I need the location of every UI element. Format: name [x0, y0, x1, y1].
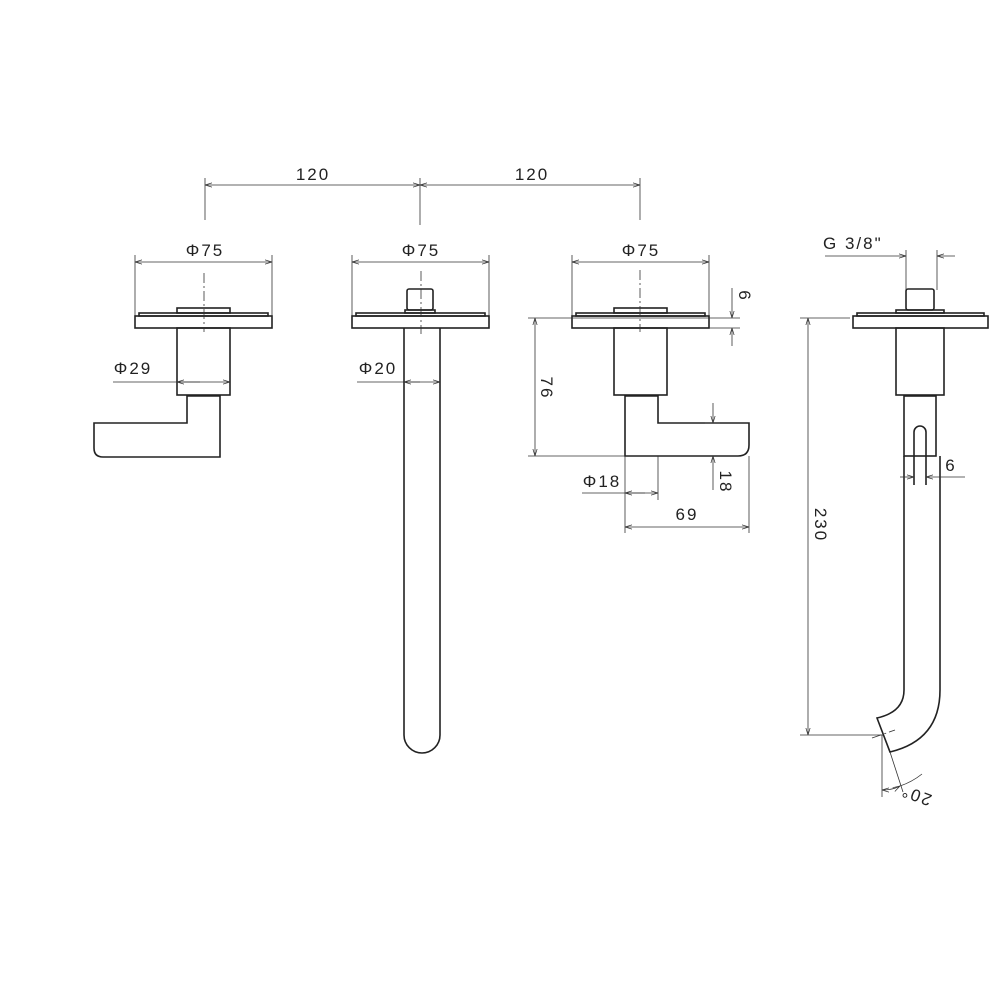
lever-thickness-label: 18 — [716, 471, 735, 494]
left-body-diameter-label: Φ29 — [114, 359, 152, 378]
right-handle-view: Φ75 76 6 18 Φ18 69 — [528, 241, 754, 533]
lever-diameter-label: Φ18 — [583, 472, 621, 491]
thread-size-label: G 3/8" — [823, 234, 883, 253]
lever-length-label: 69 — [676, 505, 699, 524]
spout-view: Φ75 Φ20 — [351, 241, 490, 754]
left-handle-view: Φ75 Φ29 — [93, 241, 273, 458]
spacing-dimensions: 120 120 — [204, 165, 641, 225]
right-plate-diameter-label: Φ75 — [622, 241, 660, 260]
plate-thickness-label: 6 — [735, 290, 754, 301]
spacing-left-label: 120 — [296, 165, 330, 184]
angle-label: 20° — [898, 781, 934, 810]
slot-width-label: 6 — [945, 456, 956, 475]
spout-tube-diameter-label: Φ20 — [359, 359, 397, 378]
spacing-right-label: 120 — [515, 165, 549, 184]
spout-plate-diameter-label: Φ75 — [402, 241, 440, 260]
right-height-label: 76 — [537, 377, 556, 400]
length-label: 230 — [811, 508, 830, 542]
left-plate-diameter-label: Φ75 — [186, 241, 224, 260]
spout-side-view: G 3/8" 6 230 20° — [800, 234, 989, 810]
